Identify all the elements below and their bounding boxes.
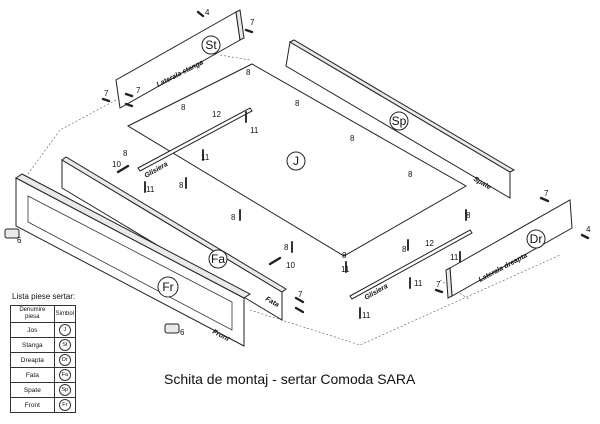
bottom-board: J [126, 63, 468, 257]
callout-8-e: 8 [123, 149, 128, 158]
front-board: Fr Front [15, 173, 251, 347]
callout-11-d: 11 [450, 253, 459, 262]
bottom-symbol-text: J [293, 154, 299, 168]
right-side-symbol [526, 229, 546, 249]
right-side-panel: Dr Laterala dreapta [445, 199, 573, 299]
bottom-symbol [286, 151, 306, 171]
right-side-symbol-text: Dr [530, 232, 543, 246]
front-inner-symbol-text: Fa [211, 252, 225, 266]
callout-11-a: 11 [250, 126, 259, 135]
part-name: Jos [10, 322, 55, 338]
screw-4-right [580, 233, 590, 240]
callout-8-i: 8 [466, 211, 471, 220]
callout-11-f: 11 [414, 279, 423, 288]
callout-8-k: 8 [402, 245, 407, 254]
screw-7-left-a [101, 97, 111, 103]
part-name: Stanga [10, 337, 55, 353]
callout-11-b: 11 [201, 153, 210, 162]
callout-6-left: 6 [17, 236, 22, 245]
back-symbol-text: Sp [392, 114, 407, 128]
callout-11-c: 11 [146, 185, 155, 194]
parts-list-title: Lista piese sertar: [12, 292, 76, 301]
part-name: Front [10, 397, 55, 413]
callout-11-g: 11 [362, 311, 371, 320]
callout-8-d: 8 [350, 134, 355, 143]
hardware [4, 10, 590, 334]
callout-7-left-b: 7 [136, 86, 141, 95]
part-name: Spate [10, 382, 55, 398]
screw-7-left-c [124, 102, 134, 108]
callout-7-front: 7 [298, 290, 303, 299]
part-symbol: Dr [58, 354, 71, 366]
callout-numbers: 4 7 7 7 8 8 8 12 11 8 8 11 10 8 11 8 8 8… [17, 8, 591, 337]
part-symbol: Fr [58, 399, 71, 411]
back-panel: Sp Spate [285, 39, 516, 199]
screw-10-left [116, 164, 130, 174]
parts-list-table: Denumire piesa Simbol Jos J Stanga St Dr… [10, 305, 77, 413]
callout-8-b: 8 [181, 103, 186, 112]
table-row: Front Fr [10, 397, 77, 413]
back-symbol [389, 111, 409, 131]
table-row: Fata Fa [10, 367, 77, 383]
screw-10-right [268, 256, 282, 266]
header-symbol: Simbol [53, 305, 77, 323]
callout-8-f: 8 [408, 170, 413, 179]
part-name: Dreapta [10, 352, 55, 368]
screw-7-top [244, 28, 254, 34]
callout-8-l: 8 [342, 251, 347, 260]
handle-knob-bottom [164, 323, 180, 334]
left-side-symbol-text: St [205, 38, 217, 52]
screw-7-right-low [434, 288, 444, 294]
callout-12-left: 12 [212, 110, 221, 119]
table-row: Dreapta Dr [10, 352, 77, 368]
callout-7-right-low: 7 [436, 280, 441, 289]
part-symbol: Fa [58, 369, 71, 381]
part-symbol: Sp [58, 384, 71, 396]
drawing-caption: Schita de montaj - sertar Comoda SARA [164, 371, 416, 387]
front-symbol-text: Fr [162, 280, 173, 294]
left-side-symbol [201, 35, 221, 55]
callout-8-g: 8 [179, 181, 184, 190]
callout-8-c: 8 [295, 99, 300, 108]
header-part-name: Denumire piesa [10, 305, 55, 323]
screw-7-front-a [294, 296, 305, 304]
screw-7-right [539, 196, 550, 203]
part-name: Fata [10, 367, 55, 383]
handle-knob-left [4, 228, 20, 239]
callout-8-a: 8 [246, 68, 251, 77]
screw-7-front-b [294, 306, 305, 314]
callout-7-left: 7 [104, 89, 109, 98]
front-symbol [157, 276, 179, 298]
table-row: Stanga St [10, 337, 77, 353]
callout-7-right: 7 [544, 189, 549, 198]
table-row: Jos J [10, 322, 77, 338]
callout-12-right: 12 [425, 239, 434, 248]
callout-10-right: 10 [286, 261, 295, 270]
callout-6-bottom: 6 [180, 328, 185, 337]
screw-7-left-b [124, 92, 134, 98]
front-inner-symbol [208, 249, 228, 269]
parts-list-header-row: Denumire piesa Simbol [10, 305, 77, 323]
callout-4-top: 4 [205, 8, 210, 17]
callout-8-j: 8 [284, 243, 289, 252]
callout-7-top: 7 [250, 18, 255, 27]
callout-11-e: 11 [341, 265, 350, 274]
part-symbol: St [58, 339, 71, 351]
assembly-guide-lines [19, 54, 561, 346]
callout-4-right: 4 [586, 225, 591, 234]
front-inner-panel: Fa Fata [61, 156, 287, 321]
screw-4-top [196, 10, 205, 18]
table-row: Spate Sp [10, 382, 77, 398]
callout-8-h: 8 [231, 213, 236, 222]
part-symbol: J [58, 324, 71, 336]
callout-10-left: 10 [112, 160, 121, 169]
